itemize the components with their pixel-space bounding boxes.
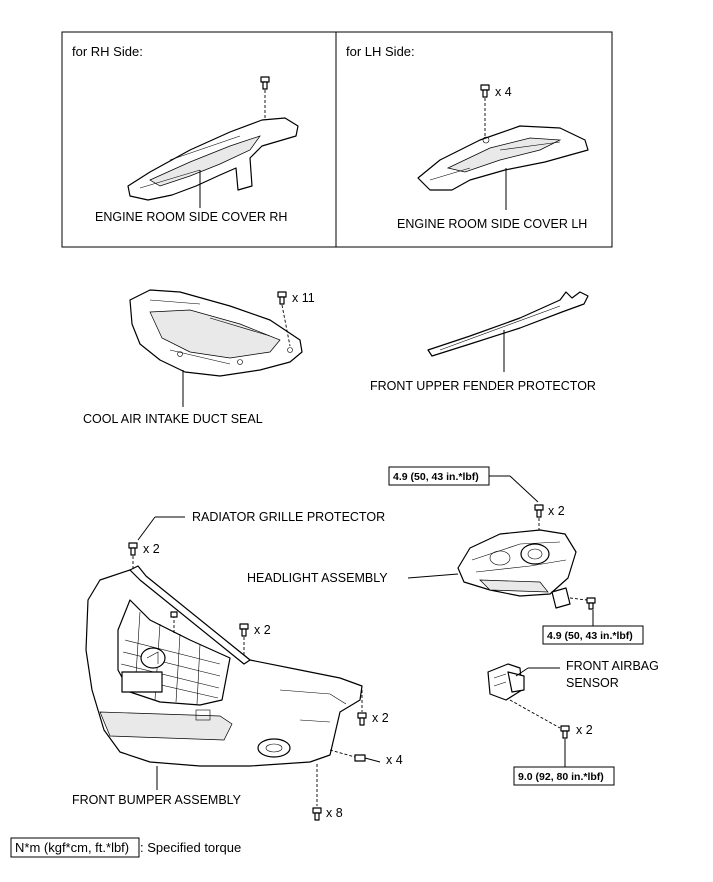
airbag-bolt-qty: x 2 <box>576 723 593 737</box>
torque-headlight-upper: 4.9 (50, 43 in.*lbf) <box>393 471 479 483</box>
seal-clip-icon <box>277 291 287 305</box>
bumper-bottom-clip-icon <box>312 807 322 821</box>
cool-air-intake-duct-seal-label: COOL AIR INTAKE DUCT SEAL <box>83 412 263 426</box>
bumper-upper-clip-qty: x 2 <box>254 623 271 637</box>
engine-room-side-cover-lh-shape <box>417 125 589 191</box>
headlight-assembly-shape <box>457 529 577 609</box>
bumper-screw-leader <box>329 749 356 758</box>
top-panel-frame <box>61 31 613 248</box>
airbag-bolt-leader <box>509 699 561 729</box>
front-bumper-assembly-label: FRONT BUMPER ASSEMBLY <box>72 793 242 807</box>
lh-panel-title: for LH Side: <box>346 44 415 59</box>
airbag-leader-d <box>515 667 529 677</box>
headlight-bolt-icon <box>534 504 544 518</box>
seal-clip-leader <box>281 304 291 347</box>
engine-room-side-cover-rh-shape <box>127 117 299 201</box>
headlight-lower-bolt-leader <box>569 597 588 601</box>
bumper-screw-qty: x 4 <box>386 753 403 767</box>
front-airbag-sensor-shape <box>487 663 525 701</box>
front-airbag-sensor-label-line2: SENSOR <box>566 676 619 690</box>
bumper-upper-clip-icon <box>239 623 249 637</box>
torque-box-headlight-lower <box>542 625 644 645</box>
center-clip-icon <box>170 611 178 618</box>
cool-air-intake-duct-seal-shape <box>129 289 303 377</box>
bumper-screw-icon <box>354 754 381 763</box>
front-airbag-sensor-label-line1: FRONT AIRBAG <box>566 659 659 673</box>
legend-unit-box <box>10 837 140 858</box>
front-bumper-assembly-shape <box>85 565 363 767</box>
bumper-side-screw-qty: x 2 <box>372 711 389 725</box>
bumper-bottom-clip-qty: x 8 <box>326 806 343 820</box>
grille-clip-qty: x 2 <box>143 542 160 556</box>
engine-room-side-cover-rh-label: ENGINE ROOM SIDE COVER RH <box>95 210 287 224</box>
rh-panel-title: for RH Side: <box>72 44 143 59</box>
torque-upper-leader-d <box>509 475 539 503</box>
torque-airbag: 9.0 (92, 80 in.*lbf) <box>518 771 604 783</box>
grille-clip-icon <box>128 542 138 556</box>
headlight-assembly-label: HEADLIGHT ASSEMBLY <box>247 571 388 585</box>
torque-box-airbag <box>513 766 615 786</box>
headlight-lower-bolt-icon <box>586 597 596 610</box>
bumper-side-screw-icon <box>357 712 367 726</box>
headlight-leader <box>407 573 459 579</box>
grille-leader-d <box>137 516 156 541</box>
legend-unit: N*m (kgf*cm, ft.*lbf) <box>15 840 129 855</box>
seal-clip-qty: x 11 <box>292 291 315 305</box>
front-upper-fender-protector-label: FRONT UPPER FENDER PROTECTOR <box>370 379 596 393</box>
airbag-bolt-icon <box>560 725 570 739</box>
headlight-bolt-qty: x 2 <box>548 504 565 518</box>
engine-room-side-cover-lh-label: ENGINE ROOM SIDE COVER LH <box>397 217 587 231</box>
rh-clip-icon <box>260 76 270 90</box>
lh-clip-qty: x 4 <box>495 85 512 99</box>
radiator-grille-protector-label: RADIATOR GRILLE PROTECTOR <box>192 510 385 524</box>
lh-clip-icon <box>480 84 490 98</box>
legend-text: : Specified torque <box>140 840 241 855</box>
torque-headlight-lower: 4.9 (50, 43 in.*lbf) <box>547 630 633 642</box>
front-upper-fender-protector-shape <box>427 291 589 357</box>
